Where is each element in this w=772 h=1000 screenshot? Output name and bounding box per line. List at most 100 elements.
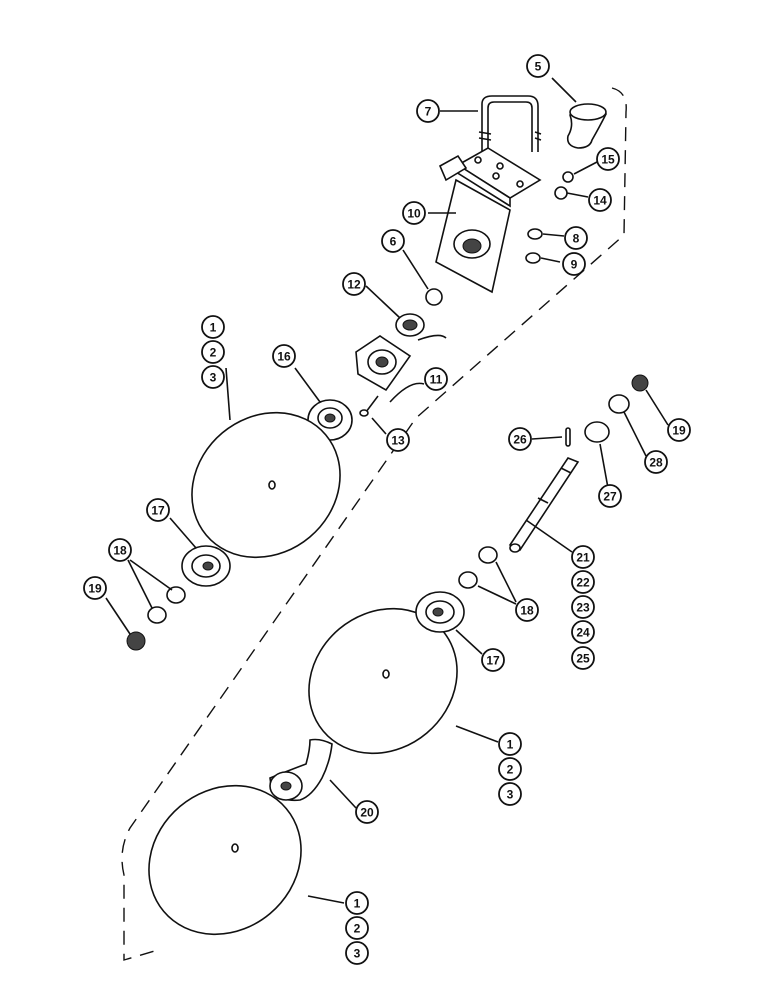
mounting-bracket	[435, 147, 542, 294]
callout-number: 17	[151, 504, 165, 518]
callout-2: 2	[345, 916, 369, 940]
callout-number: 2	[507, 763, 514, 777]
callout-circle	[598, 484, 622, 508]
callout-17: 17	[481, 648, 505, 672]
callout-19: 19	[667, 418, 691, 442]
callout-16: 16	[272, 344, 296, 368]
callout-number: 17	[486, 654, 500, 668]
cotter-pin-26	[565, 427, 571, 447]
callout-number: 27	[603, 490, 617, 504]
callout-number: 10	[407, 207, 421, 221]
nut-14	[554, 186, 568, 200]
callout-23: 23	[571, 595, 595, 619]
nut-9	[525, 252, 541, 264]
callout-number: 8	[573, 232, 580, 246]
callout-18: 18	[108, 538, 132, 562]
callout-circle	[498, 732, 522, 756]
callout-28: 28	[644, 450, 668, 474]
callout-3: 3	[498, 782, 522, 806]
callout-circle	[146, 498, 170, 522]
lock-washer-15	[562, 171, 574, 183]
cone-spacer-5	[566, 103, 607, 149]
washer-18-left-b	[147, 606, 167, 624]
callout-17: 17	[146, 498, 170, 522]
callout-circle	[596, 147, 620, 171]
callout-number: 14	[593, 194, 607, 208]
callout-circle	[402, 201, 426, 225]
callout-number: 21	[576, 551, 590, 565]
callout-circle	[571, 646, 595, 670]
callout-circle	[345, 891, 369, 915]
callout-circle	[345, 916, 369, 940]
bushing-6	[425, 288, 443, 306]
washer-8	[527, 228, 543, 240]
callout-number: 2	[210, 346, 217, 360]
callout-22: 22	[571, 570, 595, 594]
callout-6: 6	[381, 229, 405, 253]
washer-27	[584, 421, 610, 443]
callout-circle	[564, 226, 588, 250]
callout-7: 7	[416, 99, 440, 123]
callout-number: 22	[576, 576, 590, 590]
callout-number: 13	[391, 434, 405, 448]
callout-circle	[381, 229, 405, 253]
callout-1: 1	[345, 891, 369, 915]
callout-number: 5	[535, 60, 542, 74]
callout-9: 9	[562, 252, 586, 276]
callout-number: 1	[210, 321, 217, 335]
callout-number: 24	[576, 626, 590, 640]
callout-circle	[498, 782, 522, 806]
callout-circle	[201, 315, 225, 339]
callout-number: 15	[601, 153, 615, 167]
spacer-spool-20	[269, 738, 333, 802]
callout-13: 13	[386, 428, 410, 452]
bearing-flange-11	[355, 335, 412, 392]
callouts: 5715141089612111613123171819192628272122…	[83, 54, 691, 965]
callout-3: 3	[345, 941, 369, 965]
callout-24: 24	[571, 620, 595, 644]
callout-number: 23	[576, 601, 590, 615]
bearing-12	[395, 313, 425, 337]
spacer-spool-17-middle	[415, 591, 465, 633]
callout-circle	[355, 800, 379, 824]
callout-26: 26	[508, 427, 532, 451]
callout-5: 5	[526, 54, 550, 78]
callout-27: 27	[598, 484, 622, 508]
callout-circle	[508, 427, 532, 451]
axle-shaft-21	[508, 457, 580, 553]
callout-number: 12	[347, 278, 361, 292]
leader-lines	[105, 77, 669, 904]
callout-number: 19	[672, 424, 686, 438]
callout-10: 10	[402, 201, 426, 225]
callout-circle	[562, 252, 586, 276]
callout-circle	[83, 576, 107, 600]
callout-number: 20	[360, 806, 374, 820]
washer-18-right-b	[458, 571, 478, 589]
callout-number: 1	[354, 897, 361, 911]
bolt-13	[359, 395, 379, 417]
callout-circle	[498, 757, 522, 781]
callout-number: 2	[354, 922, 361, 936]
washer-18-left-a	[166, 586, 186, 604]
callout-circle	[272, 344, 296, 368]
callout-number: 18	[520, 604, 534, 618]
callout-circle	[345, 941, 369, 965]
callout-15: 15	[596, 147, 620, 171]
callout-circle	[571, 570, 595, 594]
callout-circle	[571, 620, 595, 644]
callout-circle	[416, 99, 440, 123]
callout-11: 11	[424, 367, 448, 391]
callout-circle	[342, 272, 366, 296]
callout-2: 2	[201, 340, 225, 364]
callout-number: 19	[88, 582, 102, 596]
u-bolt	[478, 95, 542, 152]
callout-2: 2	[498, 757, 522, 781]
assembly-boundary	[121, 87, 627, 961]
spacer-spool-17-left	[181, 545, 231, 587]
callout-number: 6	[390, 235, 397, 249]
callout-14: 14	[588, 188, 612, 212]
callout-circle	[667, 418, 691, 442]
callout-12: 12	[342, 272, 366, 296]
callout-number: 3	[210, 371, 217, 385]
